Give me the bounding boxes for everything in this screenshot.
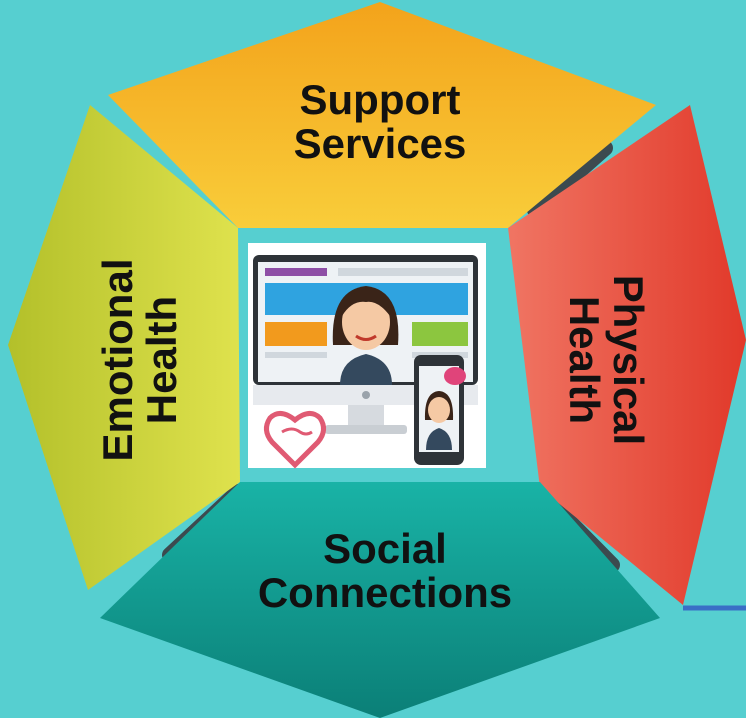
- woman-avatar-icon: [332, 286, 399, 385]
- support-services-line-2: Services: [293, 120, 467, 168]
- emotional-health-label: Emotional Health: [93, 195, 185, 525]
- physical-health-label: Physical Health: [561, 195, 653, 525]
- phone-icon: [414, 355, 466, 465]
- segment-left: [8, 105, 240, 590]
- heart-handshake-icon: [264, 411, 326, 469]
- segment-top: [108, 2, 656, 228]
- emotional-health-line-1: Emotional: [93, 258, 141, 462]
- support-services-line-1: Support: [299, 76, 461, 123]
- social-connections-line-1: Social: [323, 525, 447, 572]
- segment-bottom: [100, 482, 660, 718]
- physical-health-line-2: Health: [561, 295, 608, 425]
- support-services-label: Support Services: [250, 76, 510, 168]
- social-connections-label: Social Connections: [220, 525, 550, 617]
- center-illustration: [248, 243, 486, 469]
- chat-bubble-icon: [444, 367, 466, 385]
- social-connections-line-2: Connections: [257, 569, 513, 617]
- emotional-health-line-2: Health: [138, 295, 185, 425]
- physical-health-line-1: Physical: [605, 274, 653, 446]
- segment-right: [508, 105, 746, 605]
